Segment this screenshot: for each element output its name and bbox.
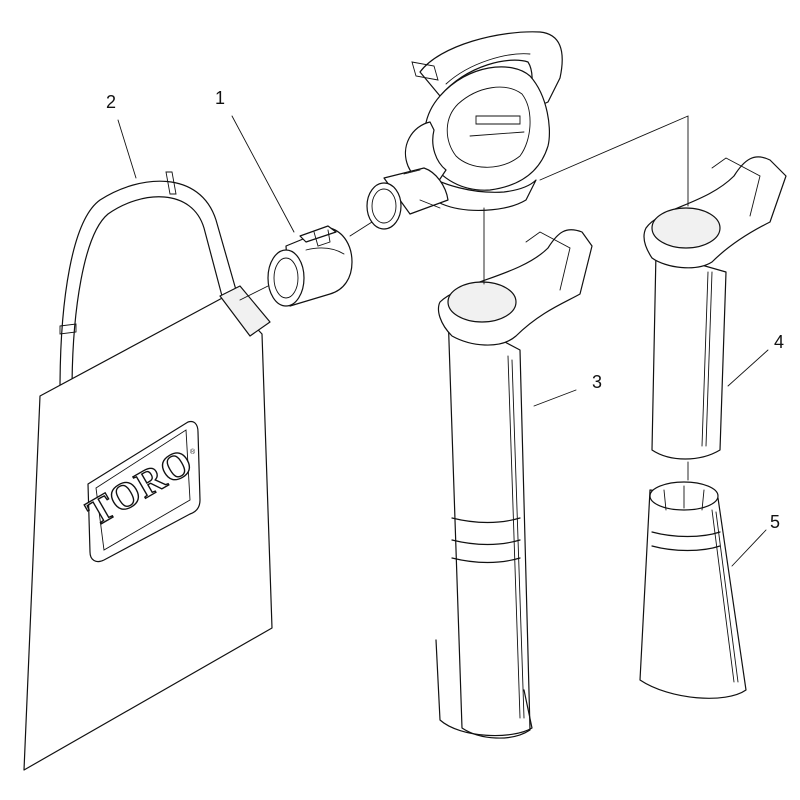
callout-5: 5 [770, 512, 780, 532]
callout-3: 3 [592, 372, 602, 392]
callout-2: 2 [106, 92, 116, 112]
part-1-bag-adapter [267, 225, 353, 307]
part-3-blower-tube [435, 229, 593, 739]
blower-housing [366, 31, 563, 230]
part-4-vacuum-tube [643, 156, 787, 460]
assembly-lines [239, 115, 689, 481]
part-2-collection-bag: TORO ® [23, 171, 273, 771]
callout-4: 4 [774, 332, 784, 352]
leader-lines [117, 115, 769, 567]
registered-mark: ® [190, 448, 196, 456]
part-5-lower-tube [639, 481, 747, 699]
callout-1: 1 [215, 88, 225, 108]
